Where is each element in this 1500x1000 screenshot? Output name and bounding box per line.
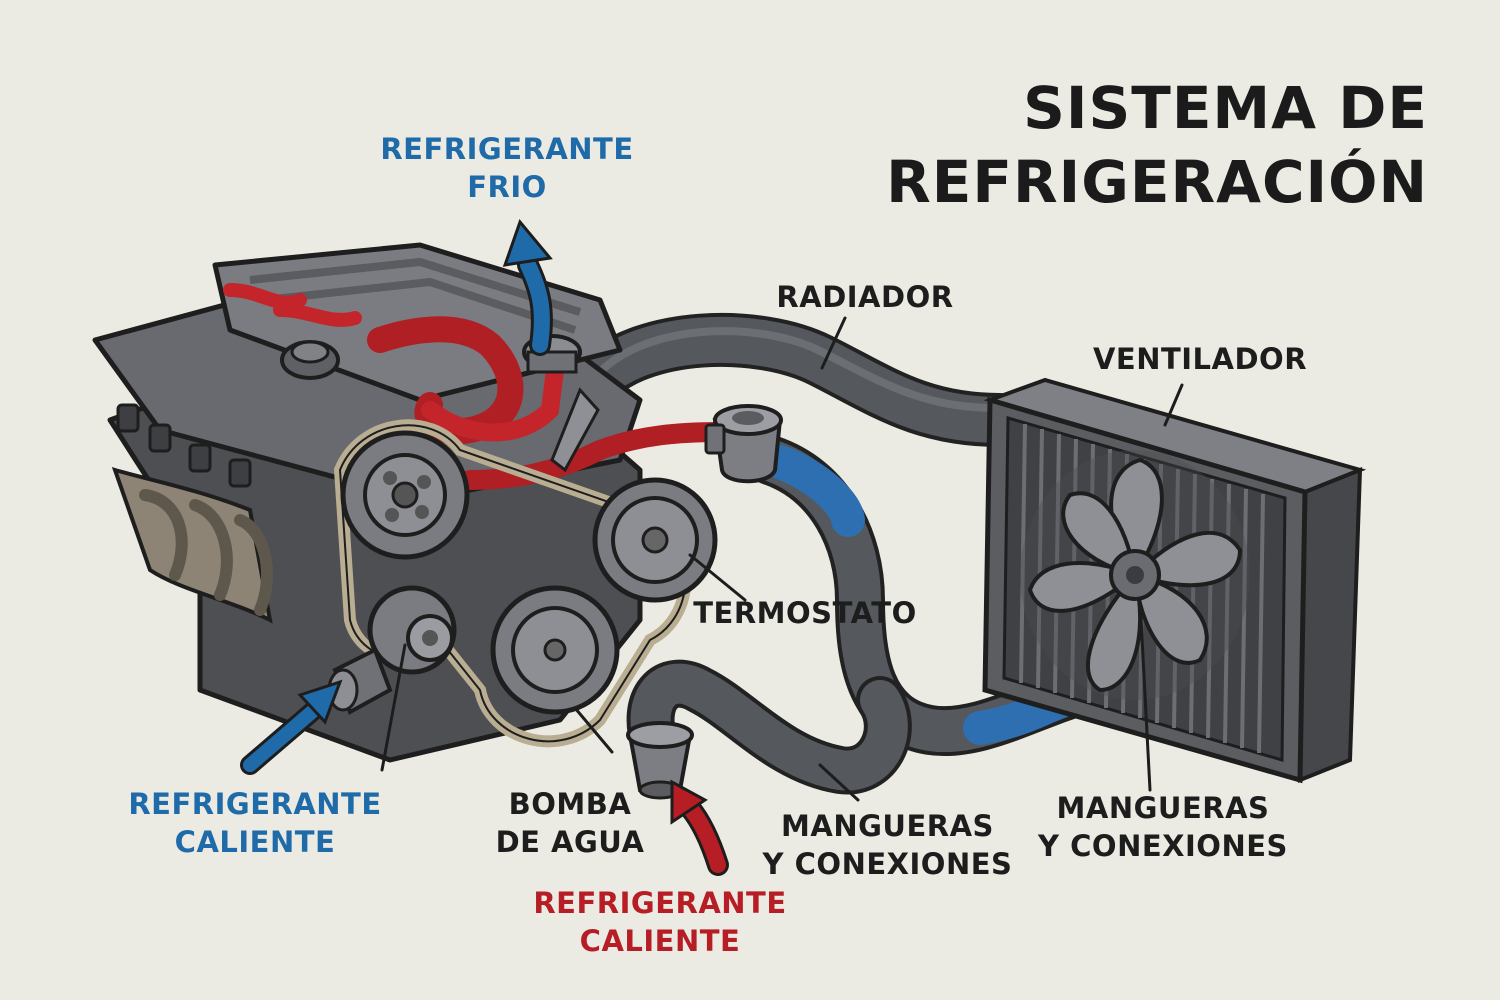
- label-mangueras-centro-line1: MANGUERAS: [781, 809, 994, 843]
- label-bomba-line2: DE AGUA: [495, 825, 645, 860]
- leader-mangueras-centro: [818, 763, 860, 802]
- label-bomba-de-agua: BOMBA DE AGUA: [480, 785, 660, 862]
- label-refrigerante-frio-line2: FRIO: [467, 170, 547, 205]
- bypass-hose: [626, 659, 912, 795]
- label-mangueras-centro-line2: Y CONEXIONES: [762, 847, 1013, 882]
- leader-radiador: [820, 316, 847, 370]
- cooling-fan: [1020, 450, 1250, 700]
- crank-pulley: [340, 430, 470, 560]
- label-termostato: TERMOSTATO: [693, 596, 917, 630]
- pump-outlet-fitting: [626, 721, 694, 800]
- water-pump-pulley: [490, 585, 620, 715]
- label-refrigerante-frio-line1: REFRIGERANTE: [380, 132, 634, 166]
- hot-coolant-arrow-left: [240, 679, 343, 775]
- label-caliente-abajo-line2: CALIENTE: [579, 924, 741, 959]
- hot-coolant-arrow-bottom: [670, 779, 729, 876]
- label-bomba-line1: BOMBA: [508, 787, 632, 821]
- label-refrigerante-frio: REFRIGERANTE FRIO: [372, 130, 642, 207]
- thermostat-housing: [704, 404, 783, 484]
- label-ventilador: VENTILADOR: [1092, 342, 1308, 376]
- cold-coolant-arrow: [502, 219, 553, 356]
- label-radiador: RADIADOR: [776, 280, 954, 314]
- diagram-title: SISTEMA DE REFRIGERACIÓN: [886, 72, 1428, 219]
- leader-ventilador: [1163, 383, 1184, 427]
- title-line-1: SISTEMA DE: [1023, 74, 1428, 142]
- title-line-2: REFRIGERACIÓN: [886, 147, 1428, 216]
- leader-mangueras-derecha: [1138, 598, 1152, 792]
- label-refrigerante-caliente-izquierda: REFRIGERANTE CALIENTE: [120, 785, 390, 862]
- upper-radiator-hose: [563, 312, 1027, 447]
- label-mangueras-derecha-line2: Y CONEXIONES: [1038, 829, 1288, 864]
- leader-bomba: [573, 706, 614, 754]
- label-mangueras-derecha-line1: MANGUERAS: [1056, 791, 1270, 825]
- leader-refrigerante-caliente: [380, 643, 407, 772]
- label-mangueras-derecha: MANGUERAS Y CONEXIONES: [1028, 789, 1298, 866]
- label-mangueras-centro: MANGUERAS Y CONEXIONES: [760, 807, 1015, 884]
- thermostat-pulley: [592, 477, 718, 603]
- label-caliente-izq-line1: REFRIGERANTE: [128, 787, 382, 821]
- label-caliente-abajo-line1: REFRIGERANTE: [533, 886, 787, 920]
- idler-pulley: [367, 585, 457, 675]
- label-refrigerante-caliente-abajo: REFRIGERANTE CALIENTE: [525, 884, 795, 961]
- label-caliente-izq-line2: CALIENTE: [174, 825, 336, 860]
- leader-termostato: [688, 553, 747, 602]
